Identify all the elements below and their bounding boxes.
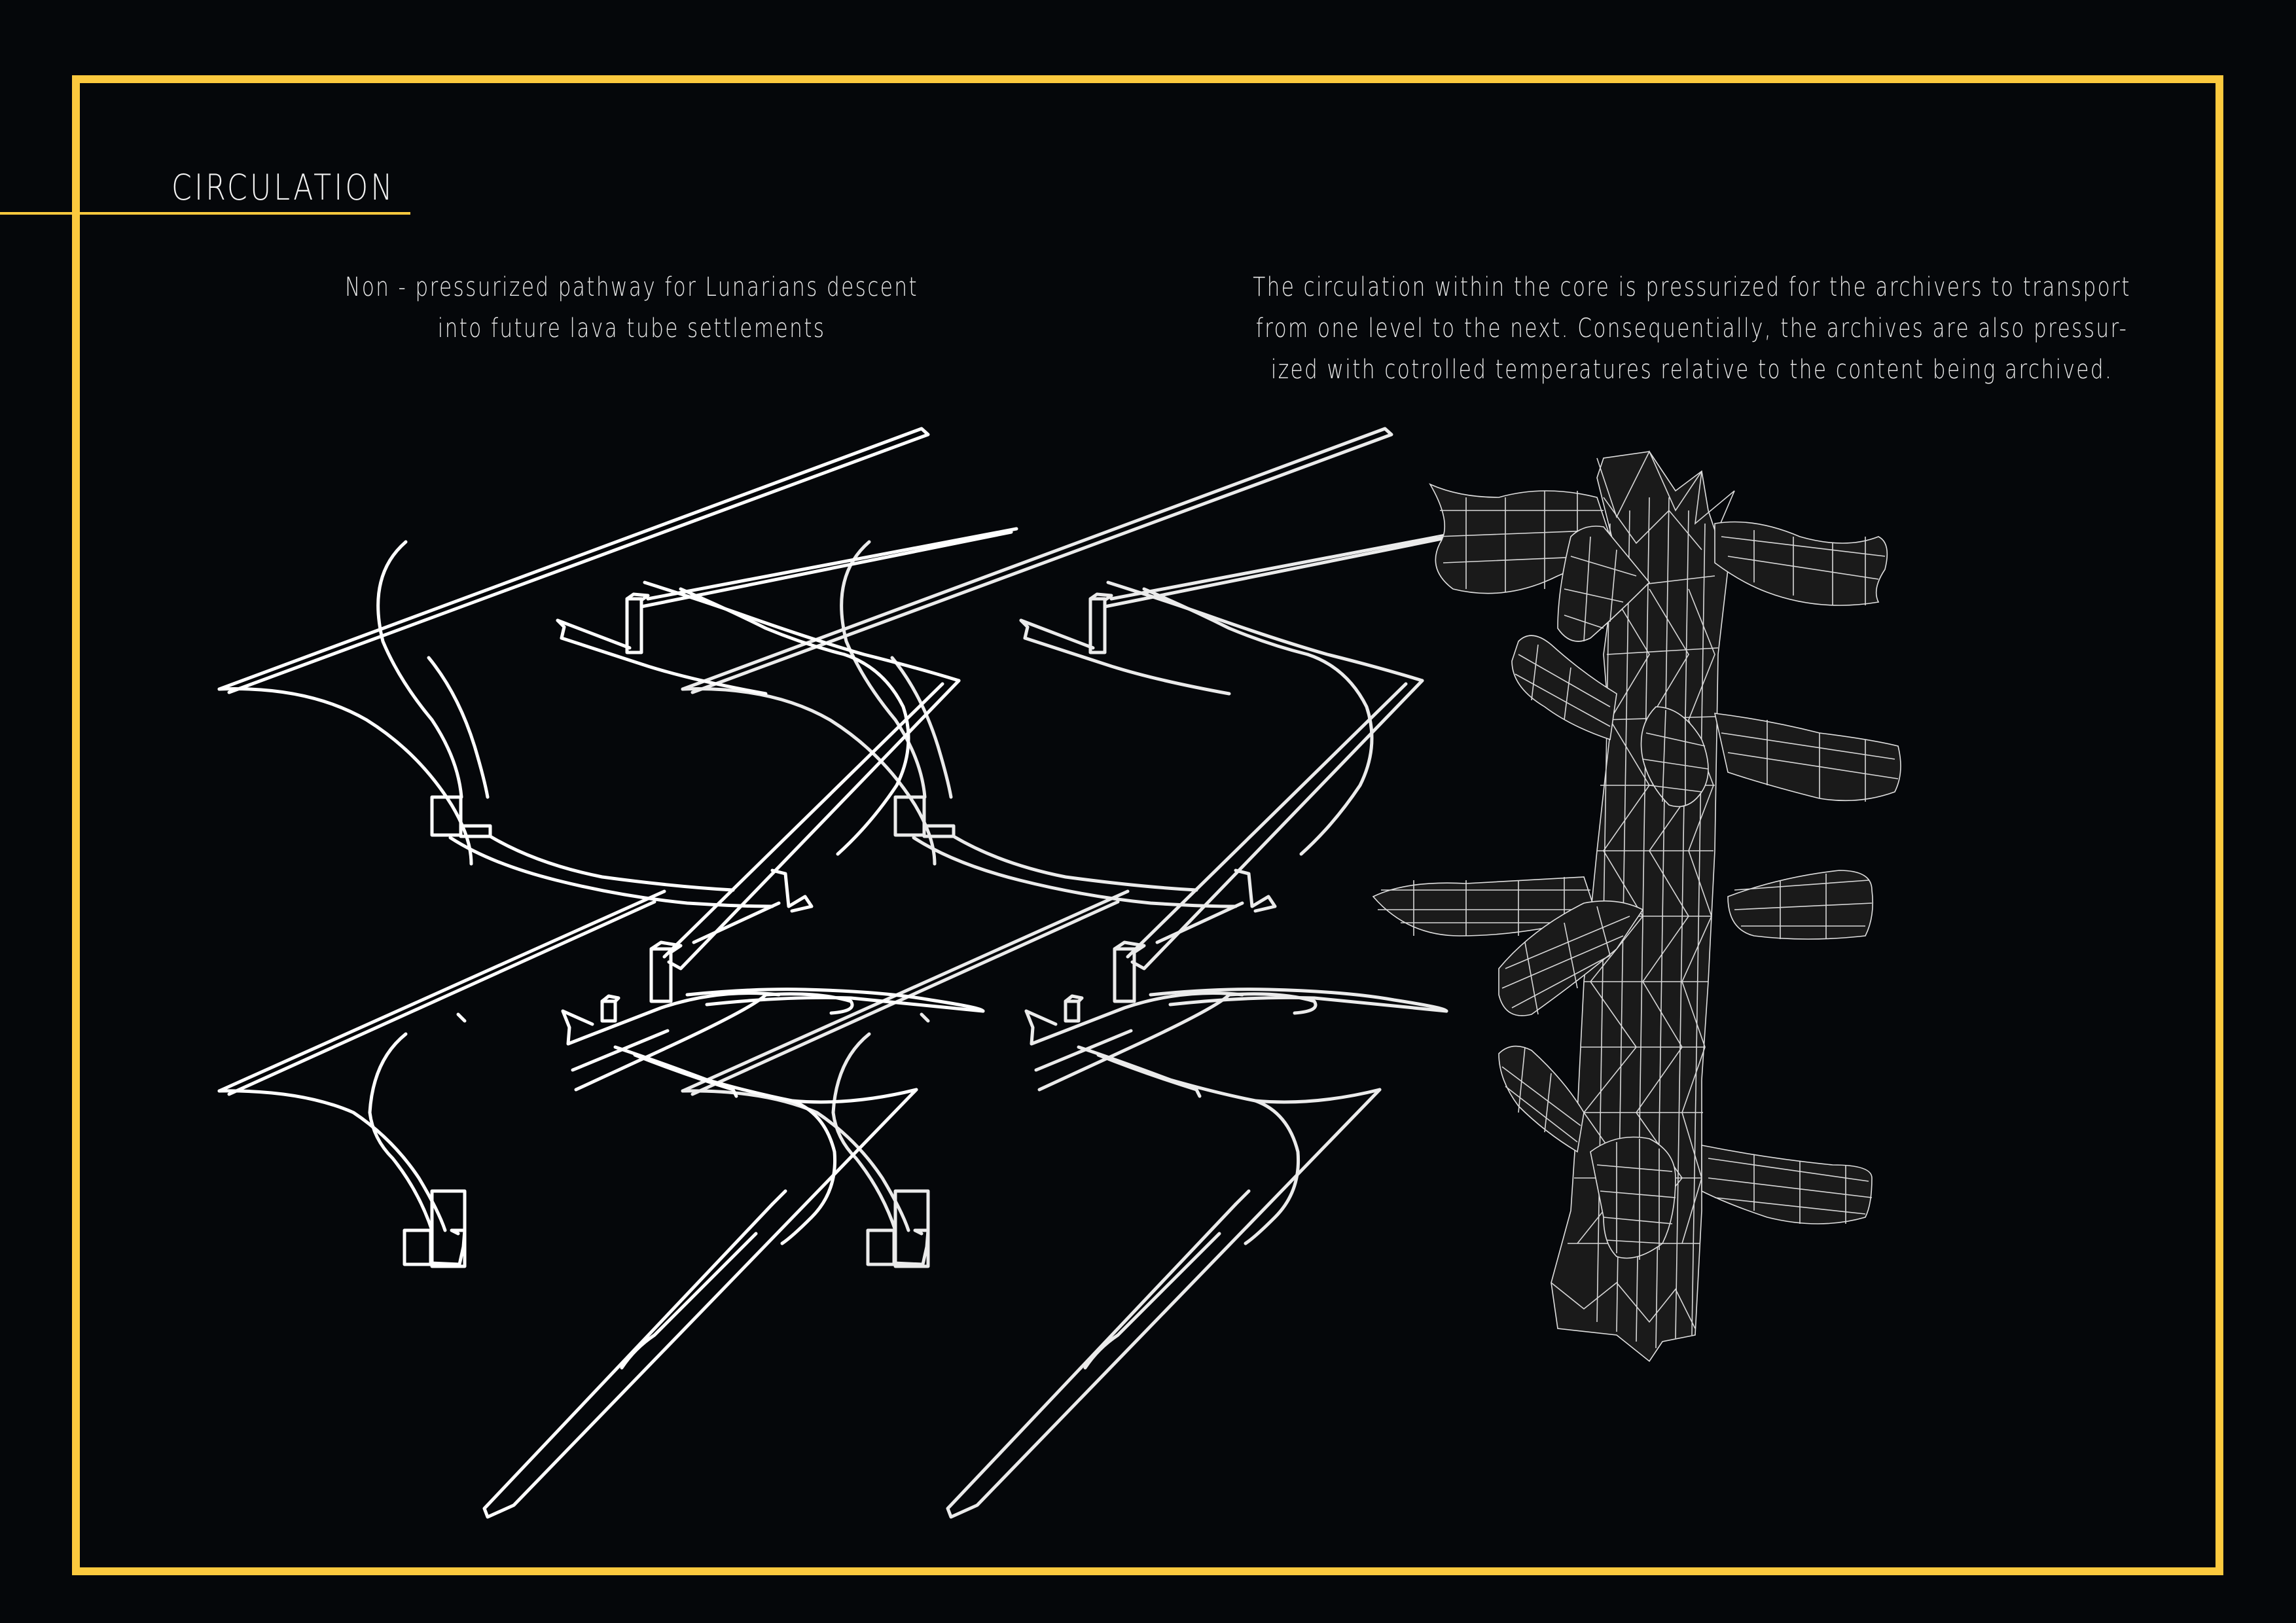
archive-pod-lower-left [1372, 876, 1598, 936]
archive-pod-lower-front [1498, 900, 1644, 1016]
archive-pod-mid-left [1511, 635, 1617, 741]
archive-pod-bottom-front [1590, 1136, 1676, 1260]
left-caption-line-1: Non - pressurized pathway for Lunarians … [345, 272, 918, 302]
right-pathway-drawing [683, 429, 1480, 1517]
archive-pod-top-front [1557, 526, 1651, 642]
archive-pod-mid-front [1640, 706, 1709, 808]
page-title: CIRCULATION [171, 167, 395, 208]
core-wireframe [1372, 450, 1901, 1363]
archive-pod-mid-right [1713, 713, 1901, 802]
archive-pod-bottom-left [1498, 1045, 1585, 1153]
archive-pod-top-right [1714, 521, 1888, 606]
archive-pod-bottom-right [1701, 1145, 1873, 1224]
left-caption: Non - pressurized pathway for Lunarians … [262, 267, 1002, 349]
title-underline-rule [0, 212, 410, 215]
page-frame-border [72, 75, 2223, 1575]
left-caption-line-2: into future lava tube settlements [437, 313, 826, 344]
left-pathway-drawing [219, 429, 1016, 1517]
right-caption-line-3: ized with cotrolled temperatures relativ… [1270, 355, 2113, 385]
right-caption-line-2: from one level to the next. Consequentia… [1255, 313, 2128, 344]
archive-pod-lower-right [1727, 870, 1874, 940]
right-caption: The circulation within the core is press… [1199, 267, 2184, 391]
right-caption-line-1: The circulation within the core is press… [1253, 272, 2131, 302]
